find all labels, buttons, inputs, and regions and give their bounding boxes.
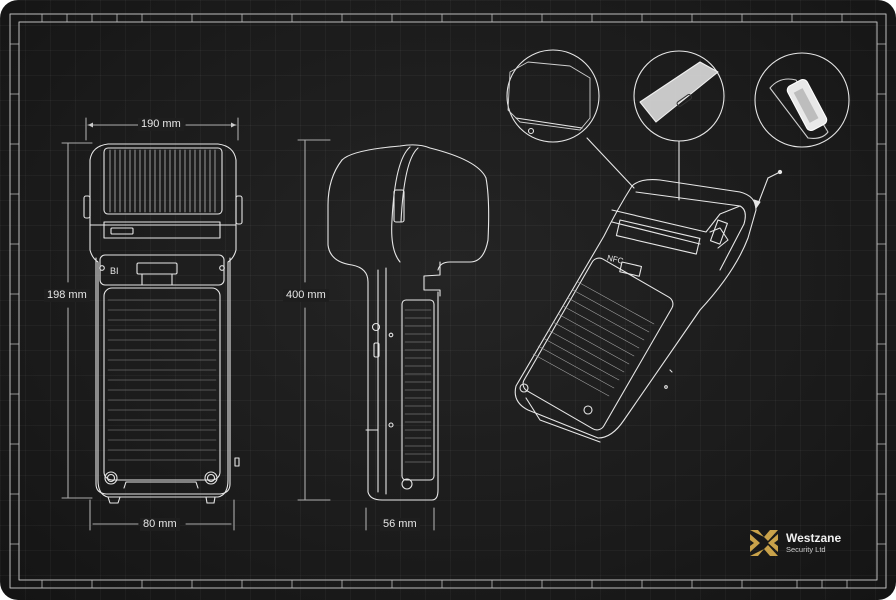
brand-name: Westzane bbox=[786, 531, 842, 546]
dim-front-top-width: 190 mm bbox=[138, 118, 184, 131]
dim-side-height: 400 mm bbox=[283, 289, 329, 302]
border-frame bbox=[9, 13, 887, 589]
front-panel-label: BI bbox=[110, 266, 119, 276]
dim-side-depth: 56 mm bbox=[380, 518, 420, 531]
company-logo: Westzane Security Ltd bbox=[748, 528, 841, 558]
crossed-chevrons-icon bbox=[750, 530, 778, 556]
detail-callouts bbox=[506, 49, 850, 209]
dim-front-height: 198 mm bbox=[44, 289, 90, 302]
side-view bbox=[297, 139, 490, 531]
brand-subtitle: Security Ltd bbox=[786, 545, 826, 555]
front-view bbox=[61, 117, 243, 531]
dim-front-bottom-width: 80 mm bbox=[140, 518, 180, 531]
perspective-view bbox=[514, 179, 757, 443]
